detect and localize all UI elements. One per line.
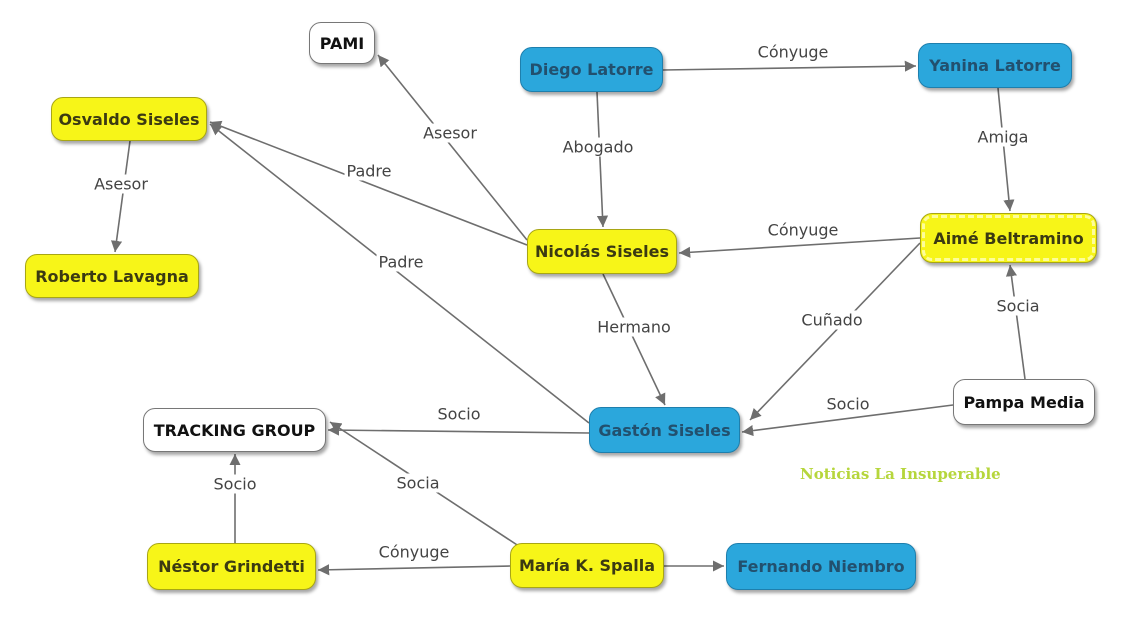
edge-nicolas-pami xyxy=(377,54,528,241)
edge-label: Amiga xyxy=(975,127,1031,147)
edge-gaston-osvaldo xyxy=(209,123,590,424)
node-fernando-niembro[interactable]: Fernando Niembro xyxy=(726,543,916,590)
edge-label: Socia xyxy=(994,296,1042,316)
edge-label: Socio xyxy=(435,404,483,424)
edge-label: Hermano xyxy=(595,317,673,337)
edge-label: Cónyuge xyxy=(765,220,841,240)
edge-label: Padre xyxy=(344,161,394,181)
edge-aime-nicolas xyxy=(678,237,921,258)
edge-label: Cuñado xyxy=(799,310,865,330)
edge-label: Socio xyxy=(211,474,259,494)
edge-aime-gaston xyxy=(749,242,921,421)
edge-label: Cónyuge xyxy=(376,542,452,562)
edge-label: Asesor xyxy=(92,174,150,194)
watermark: Noticias La Insuperable xyxy=(800,465,1001,483)
node-maria-spalla[interactable]: María K. Spalla xyxy=(510,543,664,588)
node-nicolas-siseles[interactable]: Nicolás Siseles xyxy=(527,229,677,274)
node-yanina-latorre[interactable]: Yanina Latorre xyxy=(918,43,1072,88)
node-pami[interactable]: PAMI xyxy=(309,22,375,64)
node-tracking-group[interactable]: TRACKING GROUP xyxy=(143,408,326,452)
node-nestor-grindetti[interactable]: Néstor Grindetti xyxy=(147,543,316,590)
edge-gaston-tracking xyxy=(327,424,590,436)
edge-label: Socio xyxy=(824,394,872,414)
node-aime-beltramino[interactable]: Aimé Beltramino xyxy=(920,213,1097,263)
edge-nicolas-gaston xyxy=(602,273,666,406)
edge-pampa-aime xyxy=(1005,264,1026,380)
node-diego-latorre[interactable]: Diego Latorre xyxy=(520,47,663,92)
node-roberto-lavagna[interactable]: Roberto Lavagna xyxy=(25,254,199,298)
edge-pampa-gaston xyxy=(741,404,954,437)
edge-maria-nestor xyxy=(317,564,511,576)
edge-label: Abogado xyxy=(560,137,636,157)
edge-label: Cónyuge xyxy=(755,42,831,62)
edge-diego-nicolas xyxy=(596,91,609,228)
node-gaston-siseles[interactable]: Gastón Siseles xyxy=(589,407,740,453)
edge-label: Socia xyxy=(394,473,442,493)
edge-label: Padre xyxy=(376,252,426,272)
edge-label: Asesor xyxy=(421,123,479,143)
edge-yanina-aime xyxy=(997,87,1015,212)
edge-diego-yanina xyxy=(662,60,917,72)
edge-osvaldo-roberto xyxy=(110,140,131,253)
node-pampa-media[interactable]: Pampa Media xyxy=(953,379,1095,425)
node-osvaldo-siseles[interactable]: Osvaldo Siseles xyxy=(51,97,207,141)
edge-nicolas-osvaldo xyxy=(209,120,528,246)
